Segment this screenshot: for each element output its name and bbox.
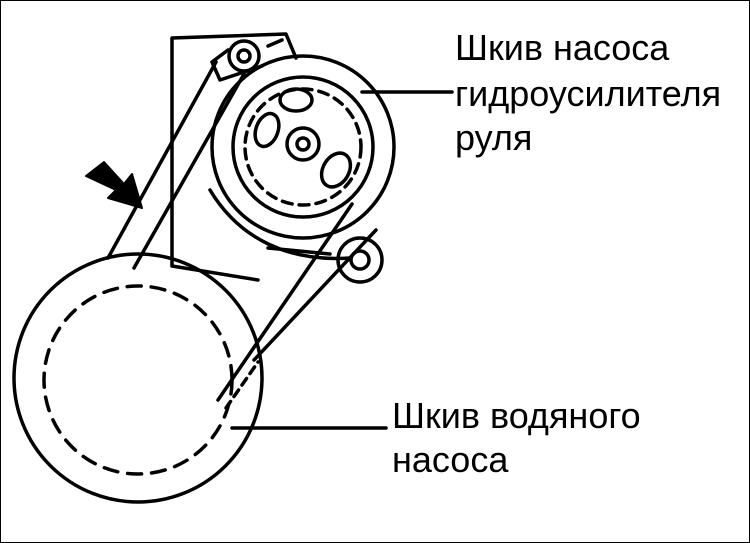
idler-pulley-inner — [349, 249, 371, 271]
label-power-steering-pulley-line3: руля — [455, 117, 533, 158]
label-water-pump-pulley-line1: Шкив водяного — [392, 395, 641, 436]
drive-belt-right-run — [216, 202, 378, 402]
label-power-steering-pulley-line2: гидроусилителя — [455, 73, 722, 114]
drive-belt-left-run — [106, 60, 246, 270]
power-steering-pulley-hub-center — [295, 136, 311, 152]
power-steering-pulley-hub — [285, 126, 321, 162]
adjuster-bolt-inner — [236, 48, 252, 64]
drive-belt-hidden-right — [224, 360, 260, 410]
pulley-lightening-hole-right — [319, 151, 353, 189]
pulley-lightening-hole-left — [253, 111, 281, 149]
idler-pulley-outer — [336, 236, 384, 284]
water-pump-pulley-outer — [12, 252, 264, 504]
belt-direction-arrow-icon — [85, 161, 143, 209]
power-steering-pulley-groove — [231, 75, 375, 219]
label-power-steering-pulley-line1: Шкив насоса — [455, 27, 670, 68]
adjuster-bolt-outer — [227, 39, 261, 73]
label-water-pump-pulley-line2: насоса — [392, 439, 509, 480]
pump-bracket — [170, 32, 352, 282]
water-pump-pulley-dashed-ring — [42, 284, 234, 476]
pulley-lightening-hole-top — [278, 87, 314, 113]
power-steering-pulley-outer — [210, 54, 396, 240]
